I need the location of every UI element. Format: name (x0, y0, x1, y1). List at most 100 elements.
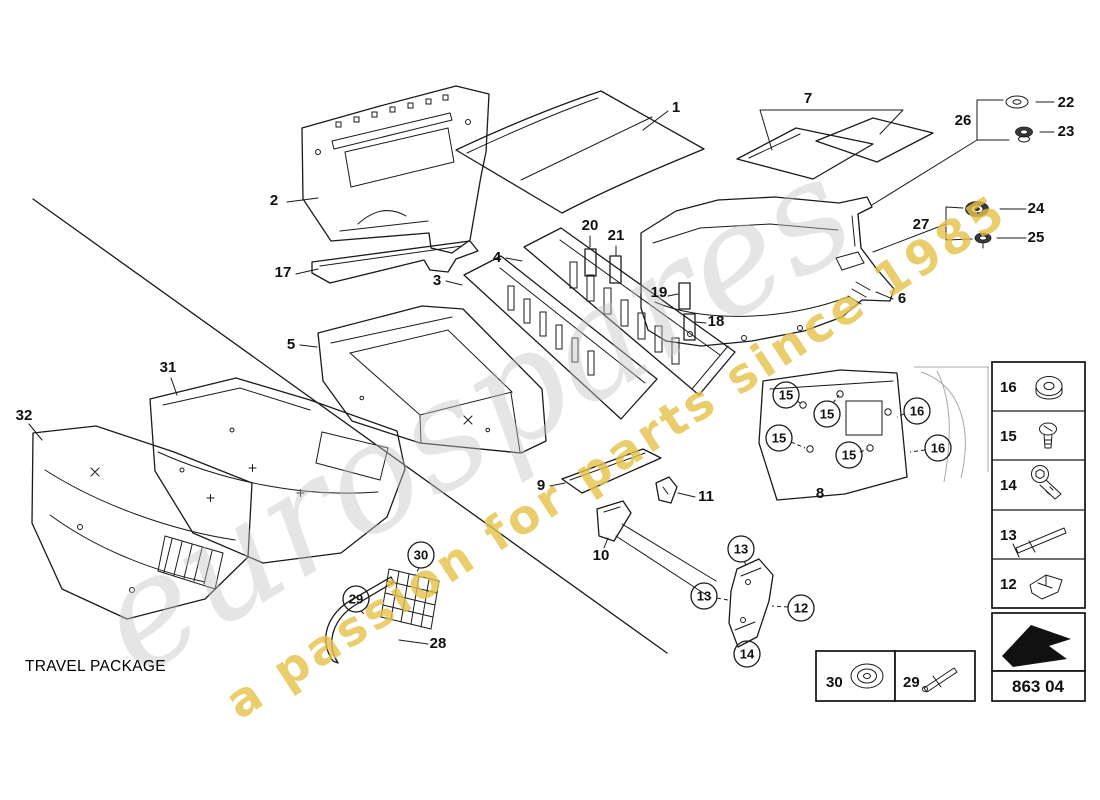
part-label-22: 22 (1058, 94, 1075, 111)
part-3-slats (499, 267, 646, 384)
part-3-outline (463, 255, 658, 420)
expansion-pin-icon (1012, 527, 1067, 558)
part-5-carpet-tray (317, 305, 547, 454)
part-9-trim (561, 448, 662, 494)
grommet-center (974, 207, 980, 211)
part-9-detail (569, 452, 646, 481)
hardware-row-num: 15 (1000, 428, 1017, 445)
callout-circle-15 (813, 400, 841, 428)
mesh-footrest (380, 568, 440, 630)
part-8-details (769, 380, 894, 453)
rivet-icon (922, 667, 958, 693)
screw-icon (1039, 422, 1058, 449)
callout-circle-16 (924, 434, 952, 462)
callout-15: 15 (820, 407, 834, 422)
part-4-floor-panel (523, 227, 736, 396)
hardware-table: 16 15 14 13 12 (991, 361, 1086, 609)
grommet-hole (1020, 129, 1028, 135)
hardware-row-num: 16 (1000, 379, 1017, 396)
part-7-outline (736, 117, 934, 180)
part-12-14-bracket (728, 558, 774, 648)
callout-circle-15 (772, 381, 800, 409)
callout-12: 12 (794, 601, 808, 616)
circled-callouts: 15 15 15 15 16 16 13 13 12 14 29 30 (342, 381, 952, 668)
hardware-table-frame (991, 361, 1086, 609)
divider-line (32, 198, 668, 654)
watermark: eurospares a passion for parts since 198… (66, 124, 1017, 731)
callout-circle-13 (690, 582, 718, 610)
part-31-carpet (149, 377, 406, 564)
body-outline-faint (914, 366, 989, 483)
leader-lines (28, 99, 1055, 645)
part-label-21: 21 (608, 227, 625, 244)
part-32-details (44, 467, 236, 593)
legend-box-frame (894, 650, 976, 702)
part-4-slats (559, 239, 729, 390)
callout-14: 14 (740, 647, 755, 662)
part-code-frame (991, 670, 1086, 702)
grommet-base (1018, 135, 1031, 143)
part-label-17: 17 (275, 264, 292, 281)
part-28-support-rod (325, 568, 440, 664)
part-8-panel-assembly (758, 366, 989, 501)
part-label-28: 28 (430, 635, 447, 652)
fastener-23-grommet (1015, 126, 1033, 143)
callout-16: 16 (910, 404, 924, 419)
part-2-bulkhead-panel (301, 85, 490, 254)
part-label-11: 11 (698, 488, 714, 505)
category-box (991, 612, 1086, 672)
washer-hole (979, 235, 987, 241)
page-title: TRAVEL PACKAGE (25, 658, 166, 675)
callout-circle-30 (407, 541, 435, 569)
carpet-category-icon (1002, 625, 1071, 667)
rod-outline (325, 576, 395, 664)
part-5-details (330, 316, 521, 453)
callout-30: 30 (414, 548, 428, 563)
hardware-row-num: 14 (1000, 477, 1017, 494)
clip-parts-18-21 (584, 248, 696, 341)
callout-13: 13 (697, 589, 711, 604)
part-label-18: 18 (708, 313, 725, 330)
part-label-7: 7 (804, 90, 812, 107)
part-label-23: 23 (1058, 123, 1075, 140)
part-32-carpet (31, 425, 253, 620)
fastener-22-washer (1005, 95, 1029, 109)
bolt-icon (1031, 465, 1062, 500)
part-6-details (652, 213, 871, 341)
legend-num: 29 (903, 674, 920, 691)
hardware-row-num: 13 (1000, 527, 1017, 544)
part-32-outline (31, 425, 253, 620)
part-4-outline (523, 227, 736, 396)
legend-box-29: 29 (894, 650, 976, 702)
callout-circle-13 (727, 535, 755, 563)
hardware-table-separators (991, 410, 1086, 560)
part-label-24: 24 (1028, 200, 1045, 217)
callout-circle-12 (787, 594, 815, 622)
part-1-details (466, 97, 653, 181)
callout-15: 15 (772, 431, 786, 446)
part-label-25: 25 (1028, 229, 1045, 246)
callout-16: 16 (931, 441, 945, 456)
part-2-details (315, 94, 472, 232)
part-label-27: 27 (913, 216, 930, 233)
part-label-6: 6 (898, 290, 906, 307)
part-10-bracket (596, 500, 632, 542)
part-label-2: 2 (270, 192, 278, 209)
part-label-1: 1 (672, 99, 680, 116)
part-11-outline (655, 476, 678, 504)
part-11-clip (655, 476, 678, 504)
part-6-tunnel-carpet (640, 196, 895, 347)
callout-15: 15 (842, 448, 856, 463)
part-label-8: 8 (816, 485, 824, 502)
watermark-brand: eurospares (66, 124, 882, 710)
part-17-strip (311, 240, 479, 284)
part-label-26: 26 (955, 112, 972, 129)
part-5-outline (317, 305, 547, 454)
part-label-4: 4 (493, 249, 502, 266)
part-31-outline (149, 377, 406, 564)
part-code-box: 863 04 (991, 670, 1086, 702)
part-label-32: 32 (16, 407, 33, 424)
callout-circle-15 (835, 441, 863, 469)
